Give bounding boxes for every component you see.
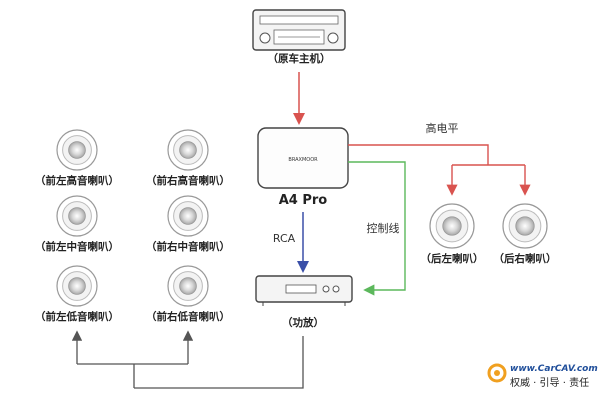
watermark-url: www.CarCAV.com: [510, 364, 598, 374]
front-speaker-label: （前右高音喇叭）: [146, 174, 230, 187]
front-speaker-3: （前右中音喇叭）: [146, 195, 230, 253]
processor-brand-text: BRAXMOOR: [288, 157, 318, 163]
rear-speaker-label: （后右喇叭）: [494, 252, 557, 265]
head-unit-icon: [252, 9, 346, 51]
amp-output-line: [134, 336, 304, 389]
processor-label: A4 Pro: [279, 193, 328, 208]
front-speaker-label: （前右低音喇叭）: [146, 310, 230, 323]
amplifier-label: （功放）: [282, 316, 324, 329]
front-speakers-group: （前左高音喇叭） （前右高音喇叭） （前左中音喇叭） （前右中音喇叭） （前左低音喇叭）…: [35, 129, 230, 323]
high-level-line: [348, 144, 489, 165]
control-wire-line: [348, 161, 406, 296]
processor-box-icon: BRAXMOOR: [257, 127, 349, 189]
front-speaker-label: （前左高音喇叭）: [35, 174, 119, 187]
head-unit-label: （原车主机）: [268, 52, 331, 65]
amplifier-icon: [255, 275, 353, 306]
rear-speaker-1: （后右喇叭）: [494, 203, 557, 265]
front-speaker-4: （前左低音喇叭）: [35, 265, 119, 323]
watermark: www.CarCAV.com 权威 · 引导 · 责任: [487, 363, 598, 389]
front-speaker-label: （前左低音喇叭）: [35, 310, 119, 323]
watermark-slogan: 权威 · 引导 · 责任: [510, 376, 589, 389]
high-level-label: 高电平: [426, 121, 459, 135]
front-speaker-label: （前左中音喇叭）: [35, 240, 119, 253]
rear-speaker-label: （后左喇叭）: [421, 252, 484, 265]
control-wire-label: 控制线: [367, 221, 400, 235]
front-speaker-2: （前左中音喇叭）: [35, 195, 119, 253]
front-speaker-label: （前右中音喇叭）: [146, 240, 230, 253]
front-speaker-1: （前右高音喇叭）: [146, 129, 230, 187]
front-speaker-0: （前左高音喇叭）: [35, 129, 119, 187]
rear-speakers-group: （后左喇叭） （后右喇叭）: [421, 203, 557, 265]
rca-label: RCA: [273, 232, 296, 245]
carcav-logo-icon: [487, 363, 507, 383]
rear-speaker-0: （后左喇叭）: [421, 203, 484, 265]
front-speaker-5: （前右低音喇叭）: [146, 265, 230, 323]
